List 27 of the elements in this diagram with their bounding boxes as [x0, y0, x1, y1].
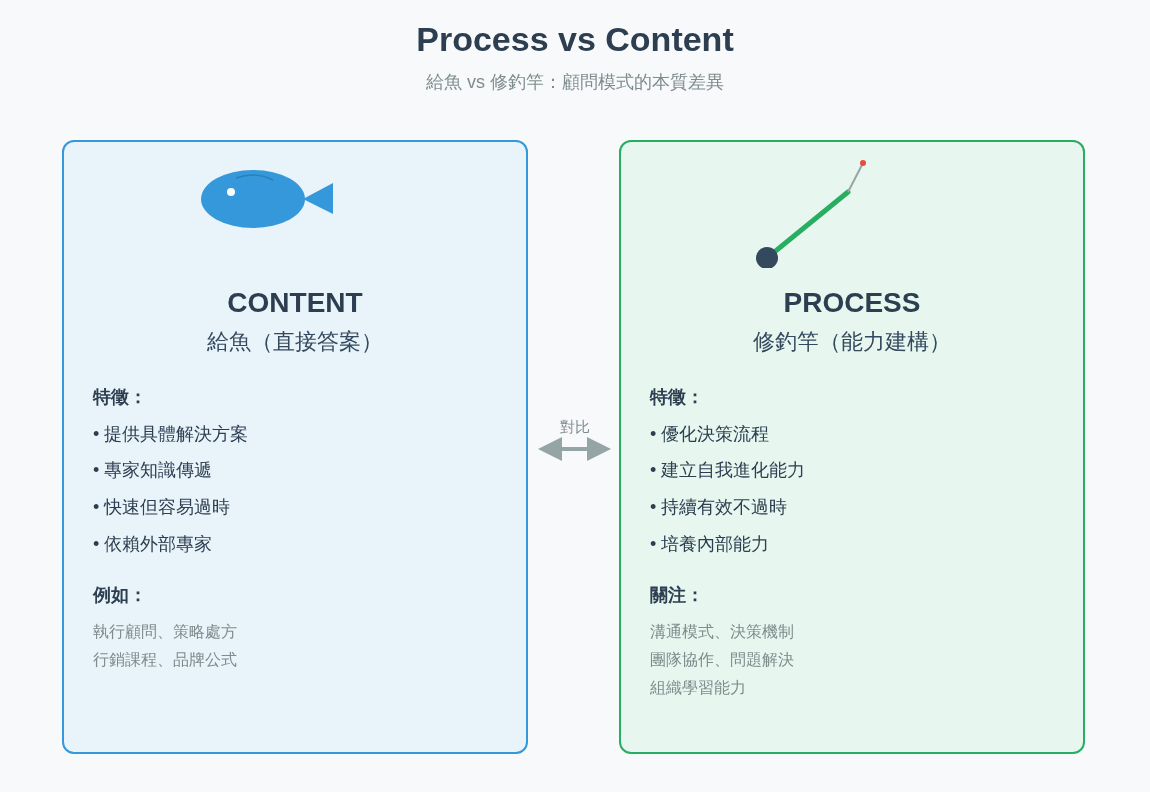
section-heading: 關注： [650, 584, 704, 607]
title: Process vs Content [415, 20, 735, 59]
example-text: 組織學習能力 [650, 678, 746, 698]
panel-heading: CONTENT [226, 287, 364, 319]
panel-subheading: 修釣竿（能力建構） [752, 328, 952, 356]
double-arrow [538, 437, 611, 461]
example-text: 執行顧問、策略處方 [93, 622, 237, 642]
section-heading: 例如： [93, 584, 147, 607]
bullet-item: • 建立自我進化能力 [650, 459, 806, 482]
bullet-item: • 優化決策流程 [650, 423, 770, 446]
section-heading: 特徵： [650, 386, 704, 409]
panel [62, 140, 528, 754]
panel-heading: PROCESS [782, 287, 922, 319]
bullet-item: • 專家知識傳遞 [93, 459, 213, 482]
example-text: 行銷課程、品牌公式 [93, 650, 237, 670]
bullet-item: • 快速但容易過時 [93, 496, 231, 519]
section-heading: 特徵： [93, 386, 147, 409]
panel [619, 140, 1085, 754]
bullet-item: • 培養內部能力 [650, 533, 770, 556]
panel-subheading: 給魚（直接答案） [206, 328, 384, 356]
subtitle: 給魚 vs 修釣竿：顧問模式的本質差異 [425, 71, 725, 94]
edge-label: 對比 [558, 418, 591, 437]
bullet-item: • 提供具體解決方案 [93, 423, 249, 446]
example-text: 團隊協作、問題解決 [650, 650, 794, 670]
bullet-item: • 依賴外部專家 [93, 533, 213, 556]
bullet-item: • 持續有效不過時 [650, 496, 788, 519]
example-text: 溝通模式、決策機制 [650, 622, 794, 642]
